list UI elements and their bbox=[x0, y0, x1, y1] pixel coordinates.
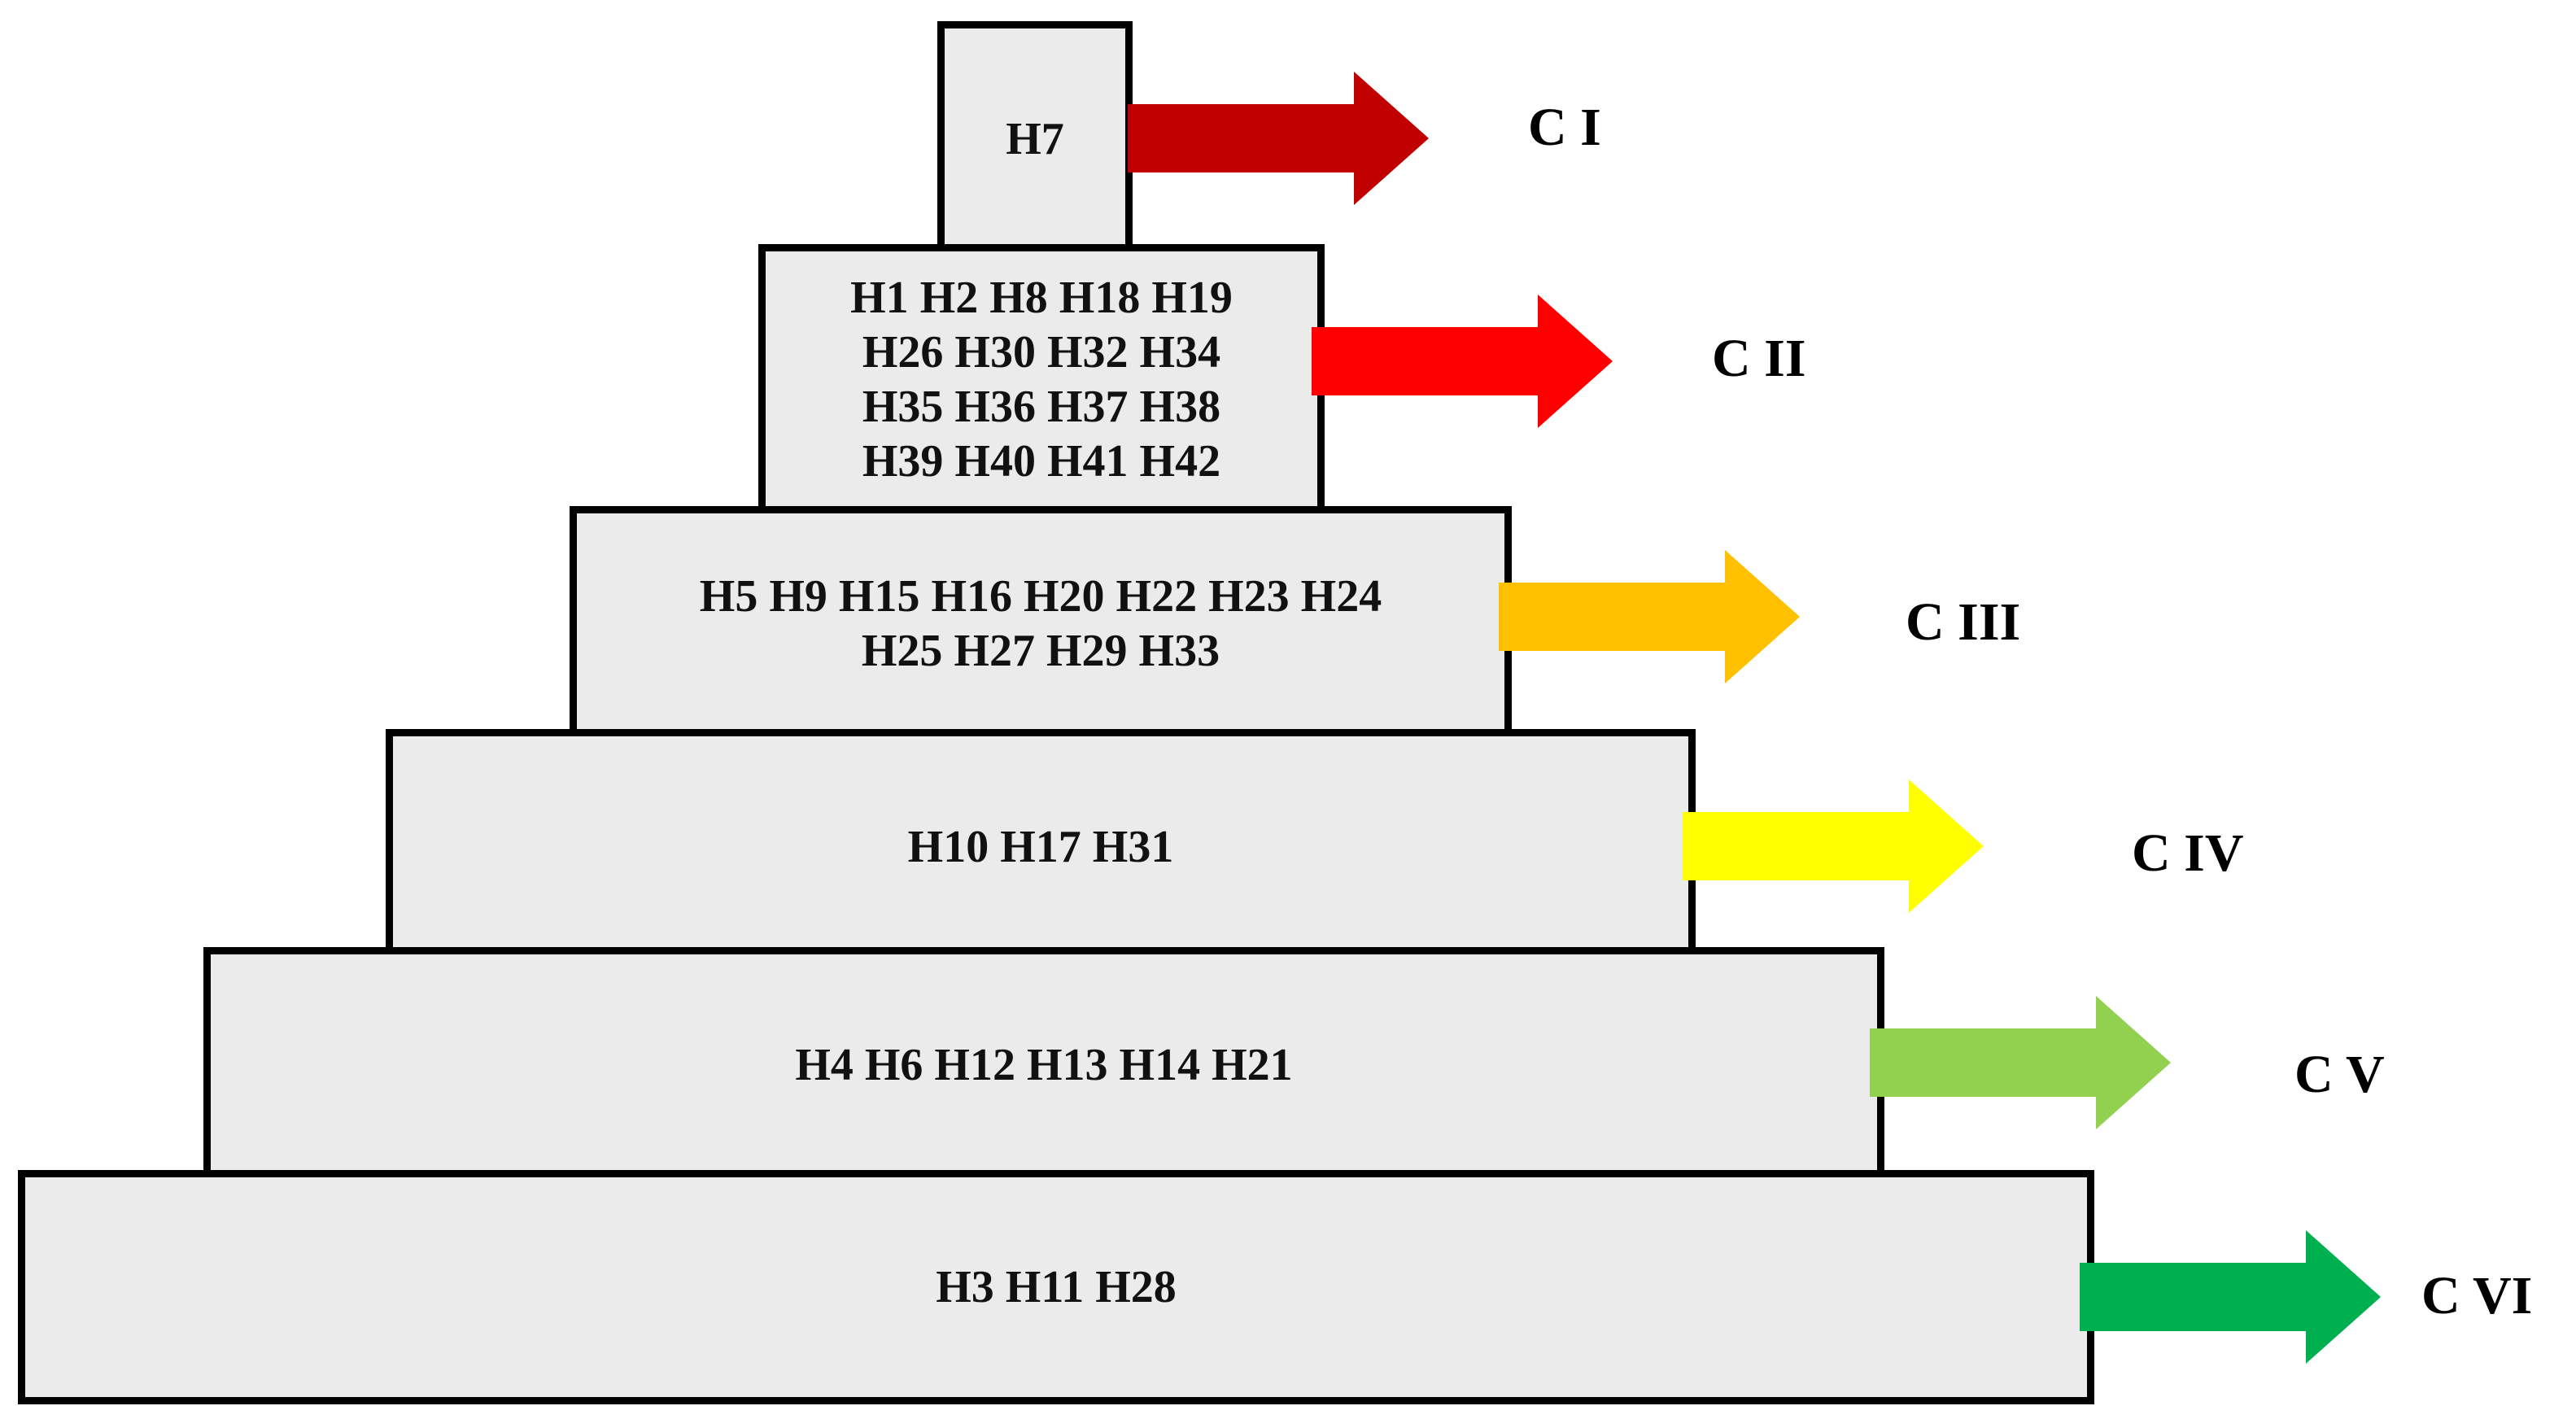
pyramid-level-3: H5 H9 H15 H16 H20 H22 H23 H24 H25 H27 H2… bbox=[570, 506, 1512, 742]
level-5-hazards: H4 H6 H12 H13 H14 H21 bbox=[795, 1038, 1292, 1093]
class-label-1: C I bbox=[1528, 98, 1601, 157]
arrow-right-icon-level-6 bbox=[2080, 1230, 2381, 1364]
arrow-right-icon-level-5 bbox=[1870, 996, 2171, 1129]
level-6-hazards: H3 H11 H28 bbox=[936, 1260, 1177, 1315]
arrow-right-icon-level-3 bbox=[1499, 550, 1800, 683]
pyramid-level-4: H10 H17 H31 bbox=[386, 729, 1696, 965]
level-1-hazards: H7 bbox=[1006, 112, 1064, 167]
arrow-level-6-shape bbox=[2080, 1230, 2381, 1364]
class-label-2: C II bbox=[1712, 329, 1806, 388]
level-1-line-1: H7 bbox=[1006, 113, 1064, 164]
pyramid-level-6: H3 H11 H28 bbox=[18, 1170, 2094, 1404]
level-3-hazards: H5 H9 H15 H16 H20 H22 H23 H24 H25 H27 H2… bbox=[700, 570, 1382, 679]
class-label-4: C IV bbox=[2132, 823, 2244, 883]
arrow-right-icon-level-1 bbox=[1128, 72, 1429, 205]
class-label-5: C V bbox=[2294, 1045, 2385, 1104]
level-2-line-2: H26 H30 H32 H34 bbox=[862, 327, 1221, 378]
class-label-3: C III bbox=[1906, 592, 2021, 652]
level-2-line-3: H35 H36 H37 H38 bbox=[862, 382, 1221, 432]
level-3-line-1: H5 H9 H15 H16 H20 H22 H23 H24 bbox=[699, 571, 1382, 622]
level-2-line-1: H1 H2 H8 H18 H19 bbox=[850, 273, 1233, 323]
level-5-line-1: H4 H6 H12 H13 H14 H21 bbox=[795, 1039, 1293, 1090]
pyramid-level-2: H1 H2 H8 H18 H19 H26 H30 H32 H34 H35 H36… bbox=[758, 244, 1325, 516]
arrow-right-icon-level-4 bbox=[1683, 779, 1984, 913]
level-4-line-1: H10 H17 H31 bbox=[907, 821, 1174, 872]
arrow-right-icon-level-2 bbox=[1312, 295, 1613, 428]
level-6-line-1: H3 H11 H28 bbox=[936, 1261, 1177, 1312]
arrow-level-5-shape bbox=[1870, 996, 2171, 1129]
level-3-line-2: H25 H27 H29 H33 bbox=[861, 626, 1220, 676]
level-4-hazards: H10 H17 H31 bbox=[908, 820, 1174, 875]
arrow-level-1-shape bbox=[1128, 72, 1429, 205]
level-2-hazards: H1 H2 H8 H18 H19 H26 H30 H32 H34 H35 H36… bbox=[850, 271, 1233, 489]
arrow-level-2-shape bbox=[1312, 295, 1613, 428]
arrow-level-4-shape bbox=[1683, 779, 1984, 913]
class-label-6: C VI bbox=[2421, 1266, 2533, 1325]
pyramid-level-1: H7 bbox=[937, 21, 1133, 257]
level-2-line-4: H39 H40 H41 H42 bbox=[862, 436, 1221, 487]
arrow-level-3-shape bbox=[1499, 550, 1800, 683]
pyramid-level-5: H4 H6 H12 H13 H14 H21 bbox=[203, 947, 1884, 1183]
